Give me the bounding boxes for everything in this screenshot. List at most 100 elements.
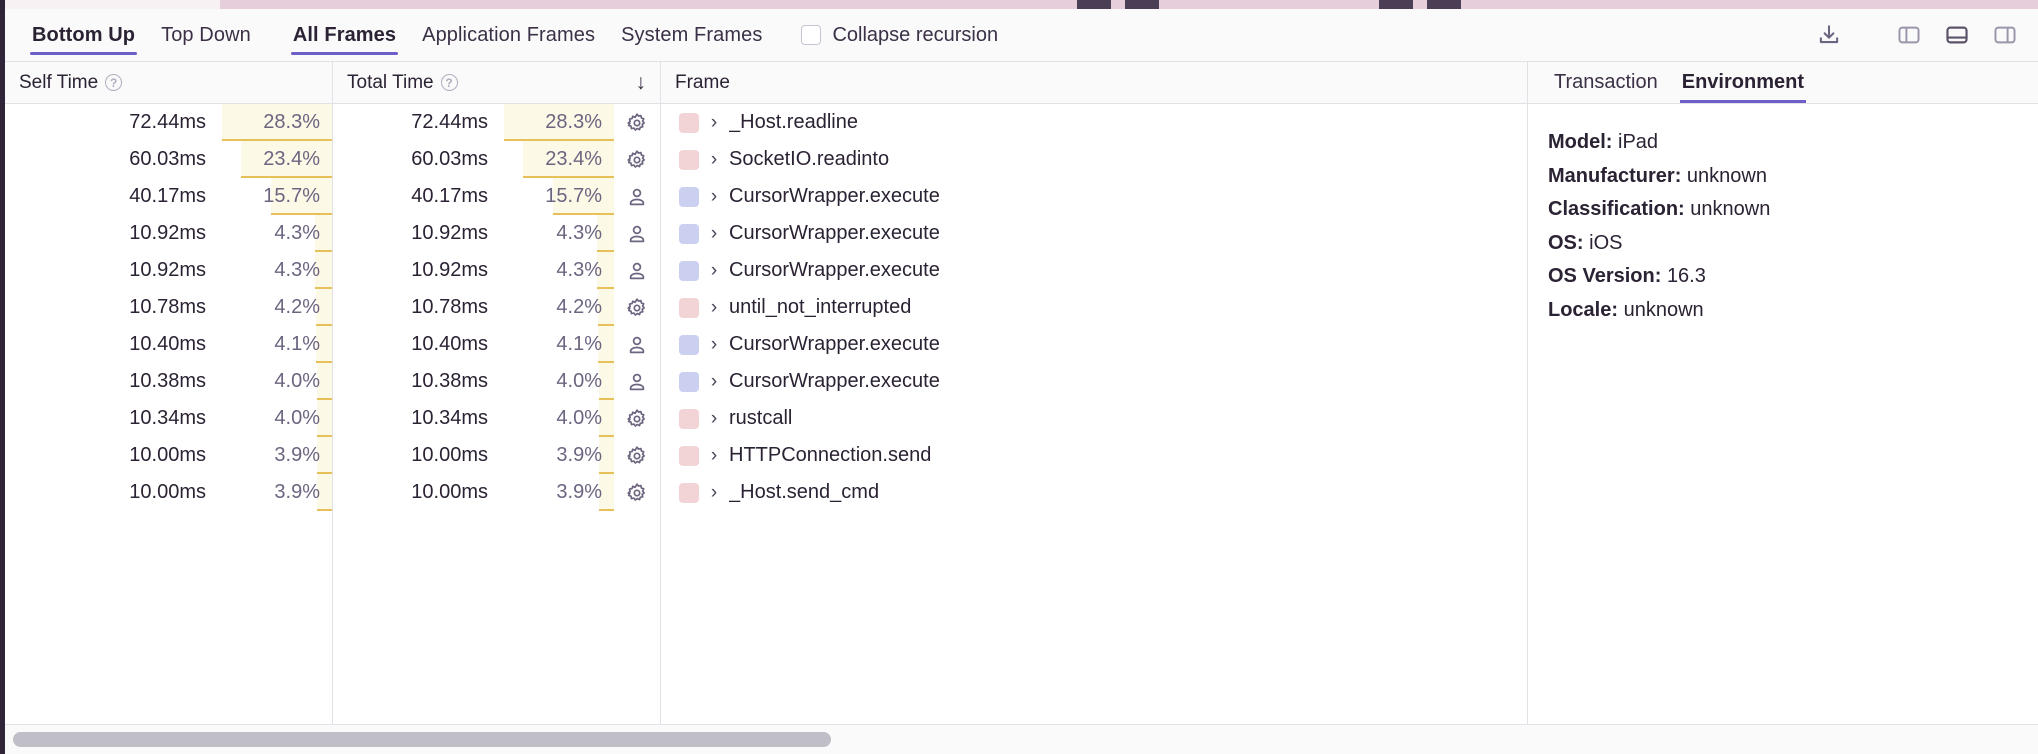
percent-cell: 15.7% <box>504 178 614 215</box>
tab-environment[interactable]: Environment <box>1670 62 1816 103</box>
scrollbar-track[interactable] <box>13 725 1527 754</box>
frame-name: CursorWrapper.execute <box>729 370 940 392</box>
frame-color-swatch <box>679 149 699 170</box>
collapse-recursion-toggle[interactable]: Collapse recursion <box>801 9 998 61</box>
expand-chevron-icon[interactable]: › <box>710 334 718 355</box>
percent-label: 15.7% <box>545 185 602 207</box>
frames-table: Self Time ? Total Time ? ↓ Frame 72.44ms… <box>5 62 1527 724</box>
frame-name: _Host.send_cmd <box>729 481 880 503</box>
flamegraph-sliver[interactable] <box>5 0 2038 9</box>
expand-chevron-icon[interactable]: › <box>710 371 718 392</box>
total-time-value: 10.78ms <box>411 296 488 318</box>
total-time-cell: 72.44ms 28.3% <box>333 104 661 141</box>
percent-label: 4.1% <box>274 333 320 355</box>
percent-label: 4.2% <box>556 296 602 318</box>
percent-cell: 23.4% <box>504 141 614 178</box>
gear-icon <box>614 148 660 172</box>
percent-bar <box>553 212 614 215</box>
tab-top-down[interactable]: Top Down <box>148 9 264 61</box>
download-icon[interactable] <box>1810 16 1848 54</box>
sort-descending-icon[interactable]: ↓ <box>635 70 647 94</box>
self-time-value: 10.38ms <box>129 370 206 392</box>
self-time-value: 10.00ms <box>129 444 206 466</box>
expand-chevron-icon[interactable]: › <box>710 223 718 244</box>
percent-label: 28.3% <box>545 111 602 133</box>
details-tabs: Transaction Environment <box>1528 62 2038 104</box>
total-time-value: 10.00ms <box>411 444 488 466</box>
expand-chevron-icon[interactable]: › <box>710 112 718 133</box>
environment-value: unknown <box>1690 198 1771 220</box>
layout-right-panel-icon[interactable] <box>1986 16 2024 54</box>
percent-bar <box>241 175 332 178</box>
percent-bar <box>598 397 614 400</box>
frame-name: HTTPConnection.send <box>729 444 932 466</box>
percent-label: 4.3% <box>556 259 602 281</box>
environment-row: Manufacturer: unknown <box>1548 160 2038 194</box>
help-icon[interactable]: ? <box>440 74 458 91</box>
percent-cell: 4.3% <box>504 252 614 289</box>
percent-label: 4.3% <box>274 222 320 244</box>
percent-bar <box>598 508 614 511</box>
percent-cell: 4.0% <box>504 400 614 437</box>
help-icon[interactable]: ? <box>105 74 123 91</box>
tab-all-frames[interactable]: All Frames <box>280 9 409 61</box>
person-icon <box>614 333 660 357</box>
layout-left-panel-icon[interactable] <box>1890 16 1928 54</box>
column-header-frame-label: Frame <box>675 71 730 93</box>
expand-chevron-icon[interactable]: › <box>710 260 718 281</box>
collapse-recursion-checkbox[interactable] <box>801 25 822 45</box>
percent-cell: 3.9% <box>504 437 614 474</box>
tab-application-frames[interactable]: Application Frames <box>409 9 608 61</box>
percent-cell: 4.3% <box>222 252 332 289</box>
tab-system-frames-label: System Frames <box>621 23 763 46</box>
percent-label: 4.0% <box>274 407 320 429</box>
tab-system-frames[interactable]: System Frames <box>608 9 775 61</box>
percent-label: 15.7% <box>263 185 320 207</box>
percent-cell: 4.0% <box>504 363 614 400</box>
expand-chevron-icon[interactable]: › <box>710 445 718 466</box>
expand-chevron-icon[interactable]: › <box>710 186 718 207</box>
horizontal-scrollbar[interactable] <box>5 724 2038 754</box>
expand-chevron-icon[interactable]: › <box>710 149 718 170</box>
total-time-value: 72.44ms <box>411 111 488 133</box>
scrollbar-thumb[interactable] <box>13 732 831 747</box>
column-header-frame[interactable]: Frame <box>661 62 1527 103</box>
tab-transaction[interactable]: Transaction <box>1542 62 1670 103</box>
frame-cell: ›until_not_interrupted <box>661 289 1527 326</box>
expand-chevron-icon[interactable]: › <box>710 408 718 429</box>
column-header-self-time[interactable]: Self Time ? <box>5 62 333 103</box>
layout-bottom-panel-icon[interactable] <box>1938 16 1976 54</box>
environment-row: Model: iPad <box>1548 126 2038 160</box>
environment-key: Locale: <box>1548 298 1619 321</box>
expand-chevron-icon[interactable]: › <box>710 297 718 318</box>
tab-application-frames-label: Application Frames <box>422 23 596 46</box>
percent-bar <box>271 212 332 215</box>
percent-bar <box>597 286 614 289</box>
column-header-total-time[interactable]: Total Time ? ↓ <box>333 62 661 103</box>
gear-icon <box>614 111 660 135</box>
total-time-cell: 10.00ms 3.9% <box>333 437 661 474</box>
expand-chevron-icon[interactable]: › <box>710 482 718 503</box>
tab-bottom-up[interactable]: Bottom Up <box>19 9 148 61</box>
